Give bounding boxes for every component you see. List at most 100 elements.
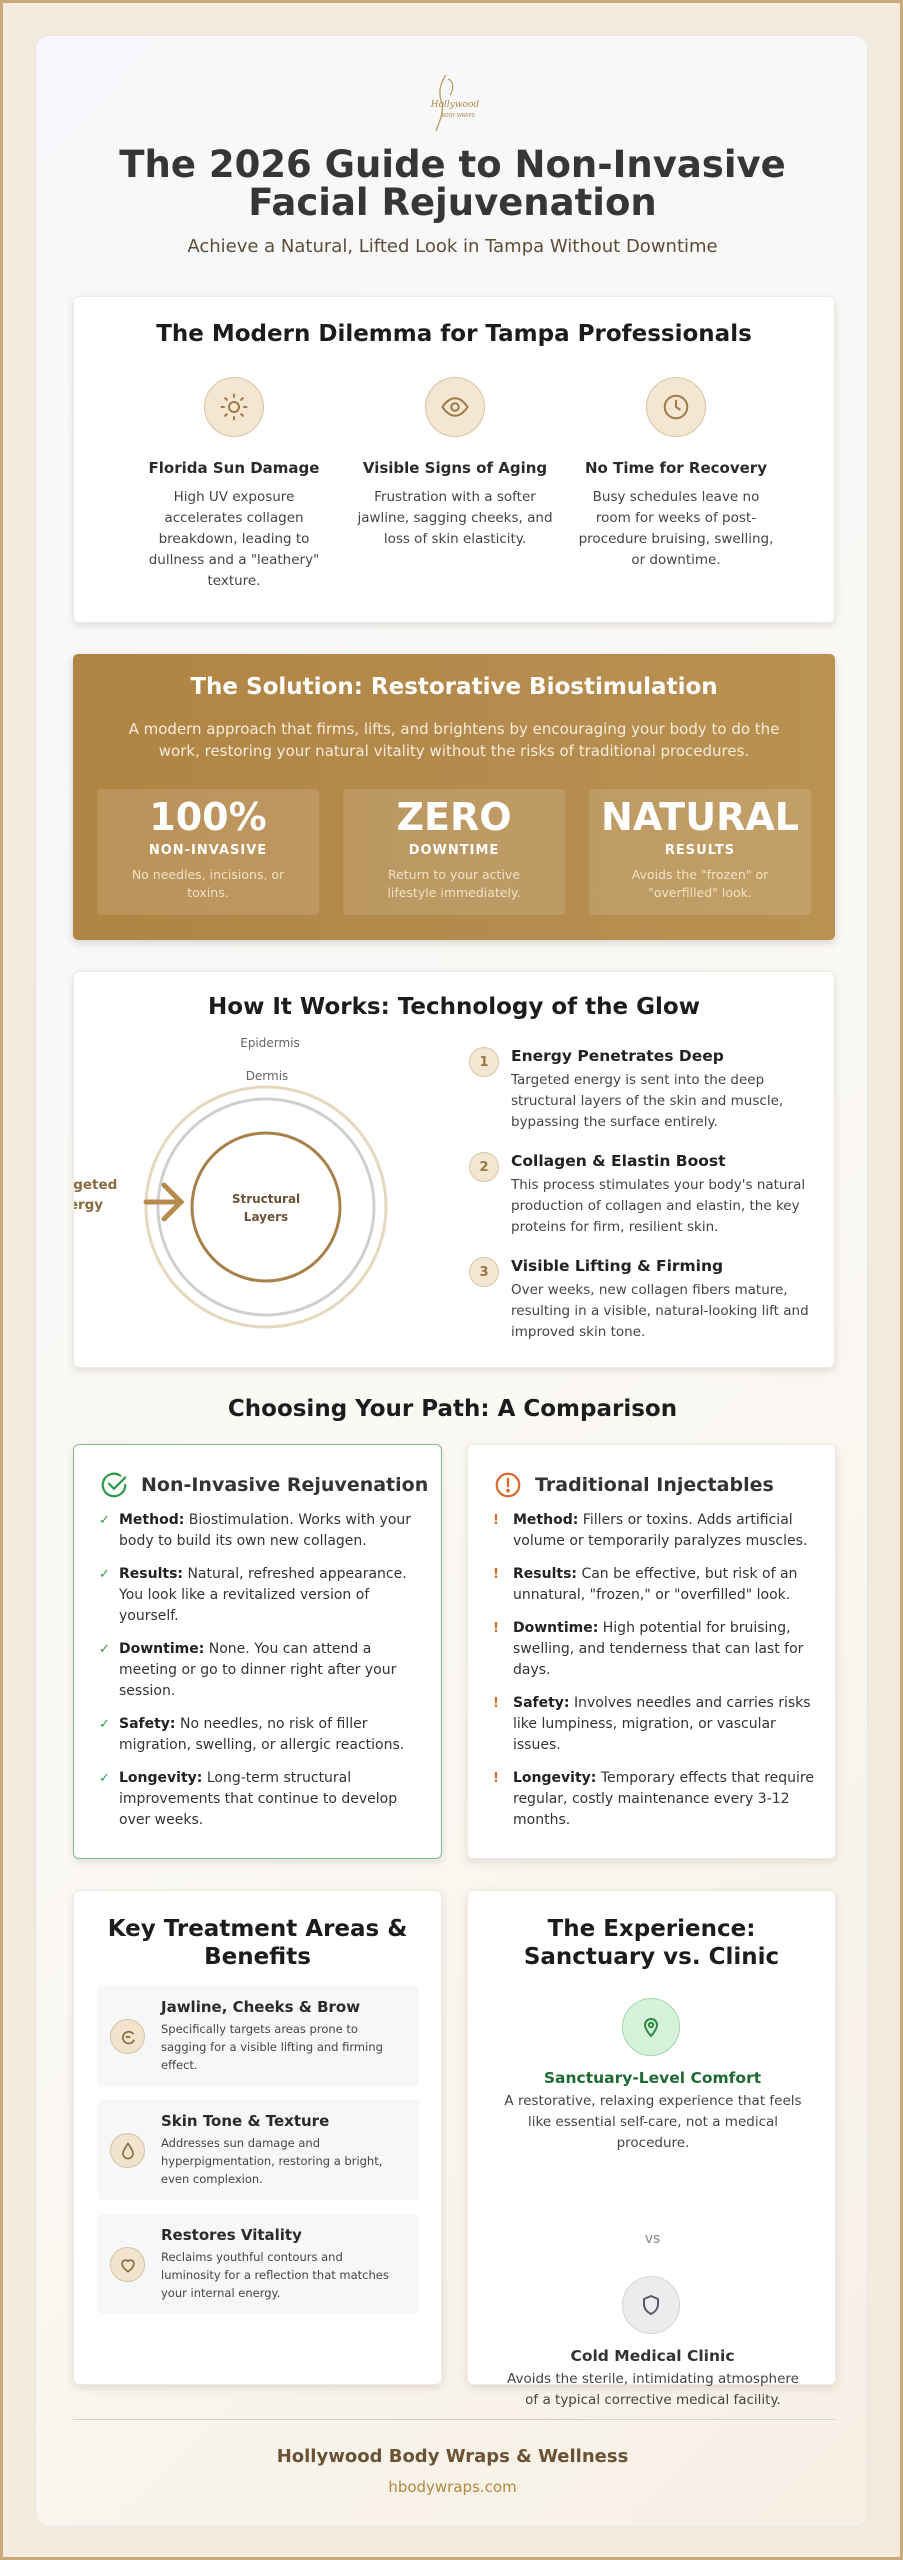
non-invasive-header: Non-Invasive Rejuvenation — [99, 1470, 428, 1500]
check-circle-icon — [101, 1472, 127, 1498]
core-label: Layers — [244, 1210, 288, 1224]
eye-icon — [425, 377, 485, 437]
svg-text:BODY WRAPS: BODY WRAPS — [441, 113, 474, 119]
warning-icon: ! — [493, 1771, 499, 1786]
how-title: How It Works: Technology of the Glow — [208, 994, 700, 1020]
non-invasive-card: Non-Invasive Rejuvenation ✓Method: Biost… — [73, 1444, 442, 1859]
warning-icon: ! — [493, 1621, 499, 1636]
step-text: Over weeks, new collagen fibers mature, … — [511, 1282, 809, 1340]
step-item: 2 Collagen & Elastin Boost This process … — [469, 1152, 819, 1238]
list-item: ✓Method: Biostimulation. Works with your… — [99, 1512, 412, 1549]
svg-text:Hollywood: Hollywood — [430, 100, 480, 110]
step-title: Energy Penetrates Deep — [511, 1047, 724, 1065]
list-item: !Longevity: Temporary effects that requi… — [493, 1770, 814, 1828]
stat-value: ZERO — [396, 795, 512, 839]
sanctuary-text: A restorative, relaxing experience that … — [504, 2093, 802, 2151]
droplet-icon — [110, 2133, 145, 2168]
heart-icon — [110, 2247, 145, 2282]
infographic-page: Hollywood BODY WRAPS The 2026 Guide to N… — [35, 35, 868, 2527]
clock-icon — [646, 377, 706, 437]
step-number: 1 — [469, 1047, 499, 1077]
sun-icon — [204, 377, 264, 437]
stat-text: Return to your active lifestyle immediat… — [387, 867, 521, 900]
list-item: !Method: Fillers or toxins. Adds artific… — [493, 1512, 808, 1549]
warning-icon: ! — [493, 1513, 499, 1528]
warning-icon: ! — [493, 1696, 499, 1711]
non-invasive-title: Non-Invasive Rejuvenation — [141, 1474, 429, 1496]
dilemma-item-title: Florida Sun Damage — [148, 459, 320, 477]
benefit-title: Restores Vitality — [161, 2226, 302, 2244]
dilemma-title: The Modern Dilemma for Tampa Professiona… — [156, 321, 752, 347]
check-icon: ✓ — [99, 1642, 110, 1657]
how-it-works-card: How It Works: Technology of the Glow Epi… — [73, 971, 835, 1368]
step-title: Collagen & Elastin Boost — [511, 1152, 726, 1170]
list-item: !Results: Can be effective, but risk of … — [493, 1566, 798, 1603]
comparison-title: Choosing Your Path: A Comparison — [227, 1396, 678, 1422]
stat-box: NATURAL RESULTS Avoids the "frozen" or "… — [589, 789, 811, 915]
solution-lead: A modern approach that firms, lifts, and… — [128, 720, 780, 760]
clinic-title: Cold Medical Clinic — [570, 2347, 735, 2365]
solution-title: The Solution: Restorative Biostimulation — [190, 674, 718, 700]
alert-circle-icon — [495, 1472, 521, 1498]
check-icon: ✓ — [99, 1717, 110, 1732]
injectables-title: Traditional Injectables — [535, 1474, 774, 1496]
step-number: 2 — [469, 1152, 499, 1182]
structural-core — [190, 1131, 342, 1283]
benefit-item: Skin Tone & Texture Addresses sun damage… — [98, 2100, 419, 2200]
epidermis-ring — [144, 1085, 388, 1329]
injectables-header: Traditional Injectables — [493, 1470, 774, 1500]
core-label: Structural — [232, 1192, 300, 1206]
dilemma-item-text: High UV exposure accelerates collagen br… — [148, 489, 320, 589]
step-title: Visible Lifting & Firming — [511, 1257, 724, 1275]
skin-layers-diagram: Epidermis Dermis Structural Layers Targe… — [74, 1034, 388, 1329]
warning-icon: ! — [493, 1567, 499, 1582]
benefit-text: Reclaims youthful contours and luminosit… — [161, 2250, 389, 2300]
benefit-text: Specifically targets areas prone to sagg… — [161, 2022, 383, 2072]
dilemma-item-title: Visible Signs of Aging — [362, 459, 548, 477]
step-item: 1 Energy Penetrates Deep Targeted energy… — [469, 1047, 819, 1133]
dilemma-item: Florida Sun Damage High UV exposure acce… — [134, 377, 334, 592]
step-text: Targeted energy is sent into the deep st… — [511, 1072, 784, 1130]
stat-value: NATURAL — [601, 795, 799, 839]
benefit-item: Restores Vitality Reclaims youthful cont… — [98, 2214, 419, 2314]
benefit-title: Jawline, Cheeks & Brow — [161, 1998, 361, 2016]
list-item: ✓Longevity: Long-term structural improve… — [99, 1770, 398, 1828]
dermis-ring — [156, 1097, 376, 1317]
clinic-text: Avoids the sterile, intimidating atmosph… — [507, 2371, 799, 2408]
dilemma-item-text: Frustration with a softer jawline, saggi… — [357, 489, 553, 547]
step-number: 3 — [469, 1257, 499, 1287]
injectables-list: !Method: Fillers or toxins. Adds artific… — [493, 1510, 823, 1843]
contour-icon — [110, 2019, 145, 2054]
injectables-card: Traditional Injectables !Method: Fillers… — [467, 1444, 836, 1859]
benefit-item: Jawline, Cheeks & Brow Specifically targ… — [98, 1986, 419, 2086]
dermis-label: Dermis — [246, 1069, 289, 1083]
stat-box: ZERO DOWNTIME Return to your active life… — [343, 789, 565, 915]
stat-box: 100% NON-INVASIVE No needles, incisions,… — [97, 789, 319, 915]
solution-banner: The Solution: Restorative Biostimulation… — [73, 654, 835, 940]
benefits-card: Key Treatment Areas & Benefits Jawline, … — [73, 1890, 442, 2385]
footer-website-link[interactable]: hbodywraps.com — [388, 2478, 517, 2496]
stat-label: NON-INVASIVE — [148, 843, 268, 858]
energy-arrow-icon — [143, 1182, 185, 1222]
dilemma-item: No Time for Recovery Busy schedules leav… — [576, 377, 776, 571]
check-icon: ✓ — [99, 1567, 110, 1582]
check-icon: ✓ — [99, 1513, 110, 1528]
energy-label: Energy — [74, 1197, 103, 1213]
stat-text: Avoids the "frozen" or "overfilled" look… — [631, 867, 769, 900]
benefit-title: Skin Tone & Texture — [161, 2112, 330, 2130]
dilemma-item: Visible Signs of Aging Frustration with … — [355, 377, 555, 550]
stat-value: 100% — [149, 795, 267, 839]
vs-label: vs — [644, 2231, 661, 2247]
page-subtitle: Achieve a Natural, Lifted Look in Tampa … — [187, 236, 718, 257]
list-item: !Safety: Involves needles and carries ri… — [493, 1695, 811, 1753]
energy-label: Targeted — [74, 1177, 117, 1193]
list-item: !Downtime: High potential for bruising, … — [493, 1620, 804, 1678]
stat-label: DOWNTIME — [408, 843, 500, 858]
page-title: The 2026 Guide to Non-Invasive Facial Re… — [119, 143, 786, 224]
step-text: This process stimulates your body's natu… — [511, 1177, 806, 1235]
check-icon: ✓ — [99, 1771, 110, 1786]
dilemma-item-text: Busy schedules leave no room for weeks o… — [578, 489, 774, 568]
sanctuary-title: Sanctuary-Level Comfort — [543, 2069, 762, 2087]
location-pin-icon — [622, 1998, 680, 2056]
brand-logo: Hollywood BODY WRAPS — [424, 71, 484, 136]
